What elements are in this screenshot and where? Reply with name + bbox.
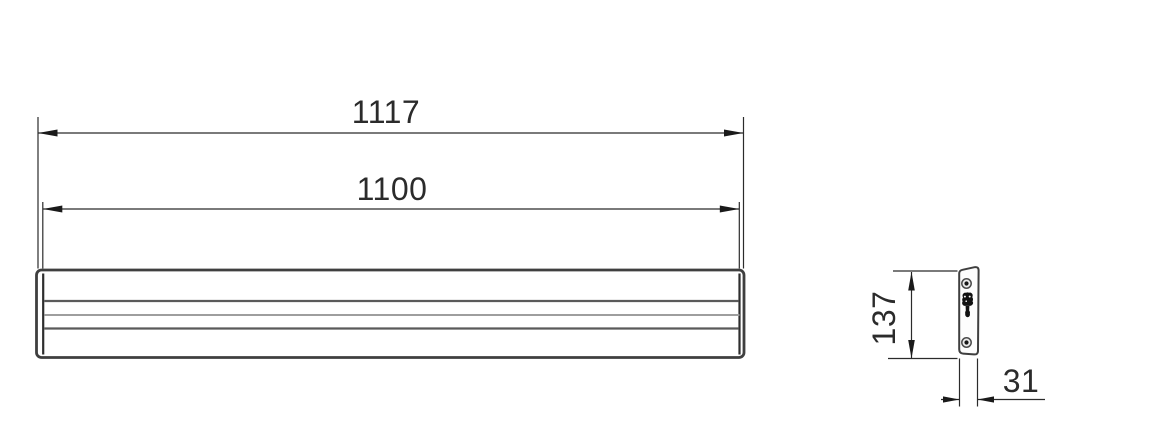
arrowhead-left (943, 396, 960, 403)
dim-depth-label: 31 (1003, 363, 1040, 399)
keyhole-slot-head (962, 292, 974, 306)
keyhole-highlight-right (968, 295, 971, 298)
side-view (958, 266, 980, 356)
front-view (35, 268, 746, 359)
arrowhead-left (42, 205, 63, 213)
dim-inner-length-label: 1100 (357, 171, 428, 207)
rail-outline (35, 268, 746, 359)
arrowhead-bottom (908, 340, 915, 359)
dim-height: 137 (866, 270, 958, 360)
keyhole-slot-stem (965, 305, 971, 318)
dim-height-label: 137 (866, 291, 902, 346)
arrowhead-top (908, 272, 915, 291)
dim-overall-length-label: 1117 (352, 94, 420, 130)
keyhole-highlight-left (963, 295, 966, 298)
arrowhead-right (719, 205, 740, 213)
arrowhead-right (977, 396, 994, 403)
keyhole-highlight-lower (965, 300, 967, 303)
screw-hole-top-center (964, 281, 969, 286)
screw-hole-bottom-center (964, 340, 969, 345)
dim-inner-length: 1100 (42, 171, 740, 269)
arrowhead-right (724, 129, 744, 137)
dim-overall-length: 1117 (37, 94, 745, 269)
arrowhead-left (38, 129, 58, 137)
dim-depth: 31 (941, 358, 1045, 407)
